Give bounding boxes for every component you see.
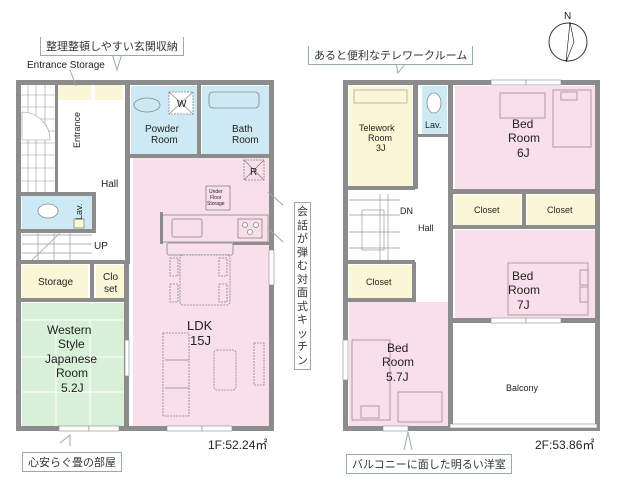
bed7-label-2: Room xyxy=(508,283,540,297)
floor2-area-label: 2F:53.86㎡ xyxy=(535,438,595,452)
entrance-tile-grid xyxy=(20,83,55,195)
lav-2f-label: Lav. xyxy=(425,120,441,130)
ldk-size: 15J xyxy=(190,333,211,348)
under-floor-label-1: Under xyxy=(209,189,223,195)
labels-2f: Telework Room 3J Lav. Bed Room 6J DN Hal… xyxy=(359,11,573,393)
fridge-mark: R xyxy=(250,167,257,178)
bed6-label-1: Bed xyxy=(512,117,533,131)
dn-label: DN xyxy=(400,206,413,216)
closet-c-area xyxy=(349,265,412,298)
bed7-label-3: 7J xyxy=(517,298,530,312)
entrance-storage-area-2 xyxy=(95,85,123,100)
under-floor-label-2: Floor xyxy=(210,195,222,201)
closet-a-label: Closet xyxy=(474,205,500,215)
bed6-label-3: 6J xyxy=(517,146,530,160)
entrance-storage-callout: 整理整頓しやすい玄関収納 xyxy=(40,37,184,56)
bed57-label-1: Bed xyxy=(387,341,408,355)
powder-room-label-2: Room xyxy=(151,135,178,146)
tatami-callout: 心安らぐ畳の部屋 xyxy=(22,452,122,472)
bed7-label-1: Bed xyxy=(512,269,533,283)
closet-a-area xyxy=(455,195,521,225)
telework-label-2: Room xyxy=(368,133,392,143)
closet-b-area xyxy=(527,195,595,225)
telework-callout: あると便利なテレワークルーム xyxy=(308,46,474,65)
kitchen-callout: 会話が弾む対面式キッチン xyxy=(294,202,311,370)
windows-1f xyxy=(58,249,275,432)
ldk-label: LDK xyxy=(187,318,213,333)
bed6-label-2: Room xyxy=(508,131,540,145)
telework-label-3: 3J xyxy=(376,143,386,153)
western-label-3: Japanese xyxy=(45,352,97,366)
closet-c-label: Closet xyxy=(366,277,392,287)
western-label-5: 5.2J xyxy=(61,381,84,395)
furniture-2f xyxy=(351,89,592,423)
stairs-2f xyxy=(349,194,400,260)
bath-room-label-1: Bath xyxy=(232,124,253,135)
balcony-bedroom-callout: バルコニーに面した明るい洋室 xyxy=(346,454,512,474)
balcony-area xyxy=(455,324,595,426)
under-floor-label-3: Storage xyxy=(207,201,225,207)
western-label-1: Western xyxy=(47,323,91,337)
tatami-area xyxy=(22,303,124,427)
windows-2f xyxy=(342,79,598,432)
floor-2-plan xyxy=(342,79,600,432)
floor1-area-label: 1F:52.24㎡ xyxy=(208,438,268,452)
entrance-tiles xyxy=(20,83,55,213)
fixtures-1f xyxy=(37,91,269,417)
closet-b-label: Closet xyxy=(547,205,573,215)
hall-2f-label: Hall xyxy=(418,223,434,233)
hall-label: Hall xyxy=(101,179,118,190)
entrance-label: Entrance xyxy=(72,112,82,148)
western-label-2: Style xyxy=(58,337,85,351)
bath-room-label-2: Room xyxy=(232,135,259,146)
entrance-storage-label: Entrance Storage xyxy=(27,60,105,71)
up-label: UP xyxy=(94,241,108,252)
balcony-label: Balcony xyxy=(506,383,539,393)
tatami-grid xyxy=(22,319,124,427)
washer-mark: W xyxy=(177,99,187,110)
lav-label: Lav. xyxy=(74,204,84,220)
entrance-storage-area xyxy=(58,85,91,100)
western-label-4: Room xyxy=(56,366,88,380)
storage-area xyxy=(22,265,88,298)
bed57-label-2: Room xyxy=(382,355,414,369)
closet-label-2: set xyxy=(104,284,118,295)
closet-area xyxy=(96,265,124,298)
bed57-label-3: 5.7J xyxy=(386,370,409,384)
compass-icon xyxy=(548,21,588,63)
storage-label: Storage xyxy=(38,277,73,288)
floor-1-plan xyxy=(16,80,275,432)
telework-label-1: Telework xyxy=(359,123,395,133)
compass-north-label: N xyxy=(564,11,571,22)
powder-room-label-1: Powder xyxy=(145,124,180,135)
closet-label-1: Clo xyxy=(103,272,118,283)
stairs-1f xyxy=(22,232,92,263)
labels-1f: Entrance Storage Entrance Powder Room W … xyxy=(27,60,259,395)
